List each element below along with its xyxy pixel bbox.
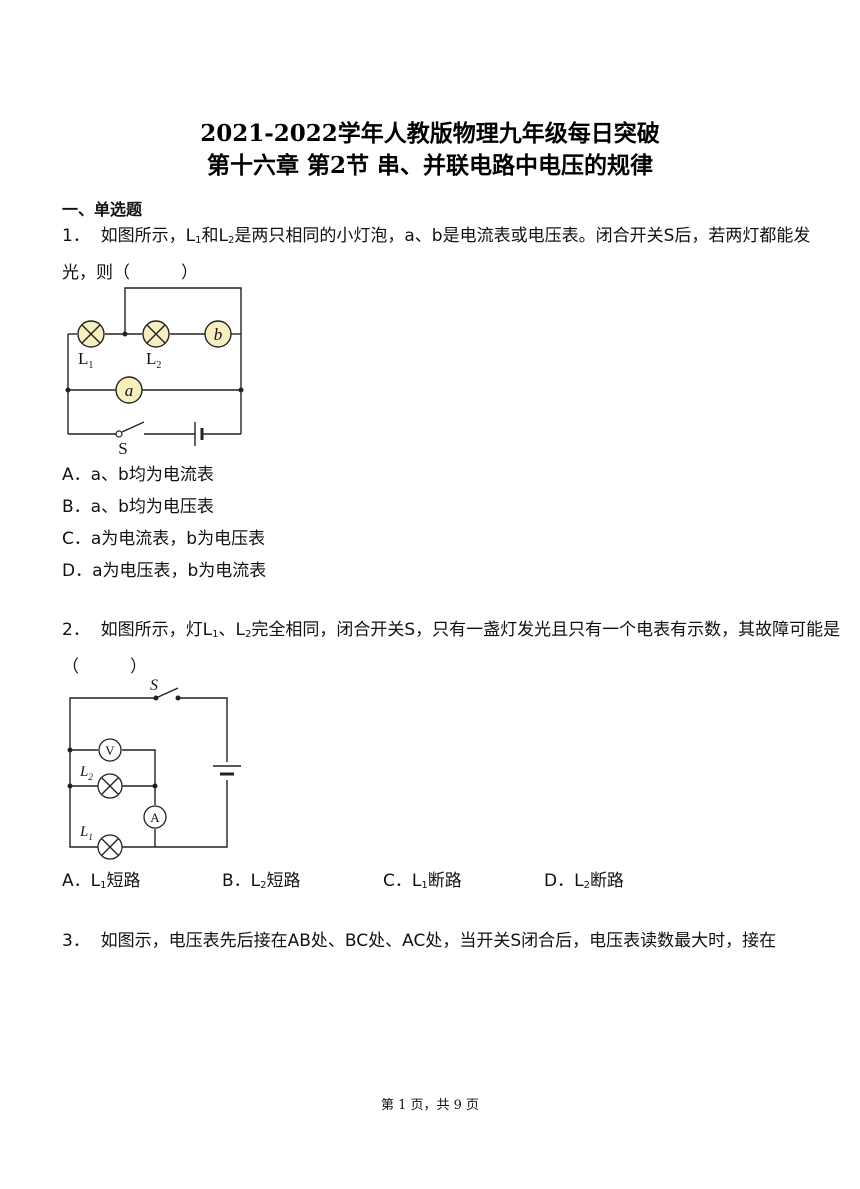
option-2b[interactable]: B．L2短路	[222, 871, 301, 891]
option-2c[interactable]: C．L1断路	[383, 871, 462, 891]
lamp-l2-label: L2	[79, 764, 93, 782]
voltmeter-label: V	[105, 743, 115, 758]
question-3-stem: 3． 如图示，电压表先后接在AB处、BC处、AC处，当开关S闭合后，电压表读数最…	[62, 931, 777, 951]
ammeter-label: A	[150, 810, 160, 825]
meter-b-icon	[204, 320, 232, 348]
question-number: 3．	[62, 931, 90, 951]
question-1-stem: 1． 如图所示，L1和L2是两只相同的小灯泡，a、b是电流表或电压表。闭合开关S…	[62, 226, 811, 283]
circuit-diagram-1: b a L1 L2 S	[65, 287, 244, 457]
lamp-l2-icon	[97, 773, 123, 799]
question-number: 2．	[62, 620, 90, 640]
ammeter-icon	[143, 805, 167, 829]
option-1b[interactable]: B．a、b均为电压表	[62, 497, 214, 517]
option-1c[interactable]: C．a为电流表，b为电压表	[62, 529, 266, 549]
question-2-stem: 2． 如图所示，灯L1、L2完全相同，闭合开关S，只有一盏灯发光且只有一个电表有…	[62, 620, 841, 677]
option-2d[interactable]: D．L2断路	[544, 871, 624, 891]
meter-a-label: a	[125, 381, 134, 400]
switch-pivot-icon	[115, 430, 123, 438]
switch-label: S	[118, 439, 127, 457]
lamp-l1-icon	[97, 834, 123, 860]
lamp-l1-label: L1	[78, 349, 93, 371]
question-number: 1．	[62, 226, 90, 246]
switch-label: S	[150, 677, 158, 694]
lamp-l1-icon	[77, 320, 105, 348]
page-footer: 第 1 页，共 9 页	[380, 1098, 480, 1113]
section-heading: 一、单选题	[62, 200, 143, 219]
voltmeter-icon	[98, 738, 122, 762]
option-2a[interactable]: A．L1短路	[62, 871, 141, 891]
meter-a-icon	[115, 376, 143, 404]
title-line-1: 2021-2022学年人教版物理九年级每日突破	[200, 120, 660, 147]
meter-b-label: b	[214, 325, 223, 344]
circuit-diagram-2: V A S L2 L1	[67, 677, 241, 860]
option-1d[interactable]: D．a为电压表，b为电流表	[62, 561, 267, 581]
title-line-2: 第十六章 第2节 串、并联电路中电压的规律	[206, 152, 654, 179]
option-1a[interactable]: A．a、b均为电流表	[62, 465, 214, 485]
lamp-l2-icon	[142, 320, 170, 348]
lamp-l2-label: L2	[146, 349, 161, 371]
lamp-l1-label: L1	[79, 824, 93, 842]
